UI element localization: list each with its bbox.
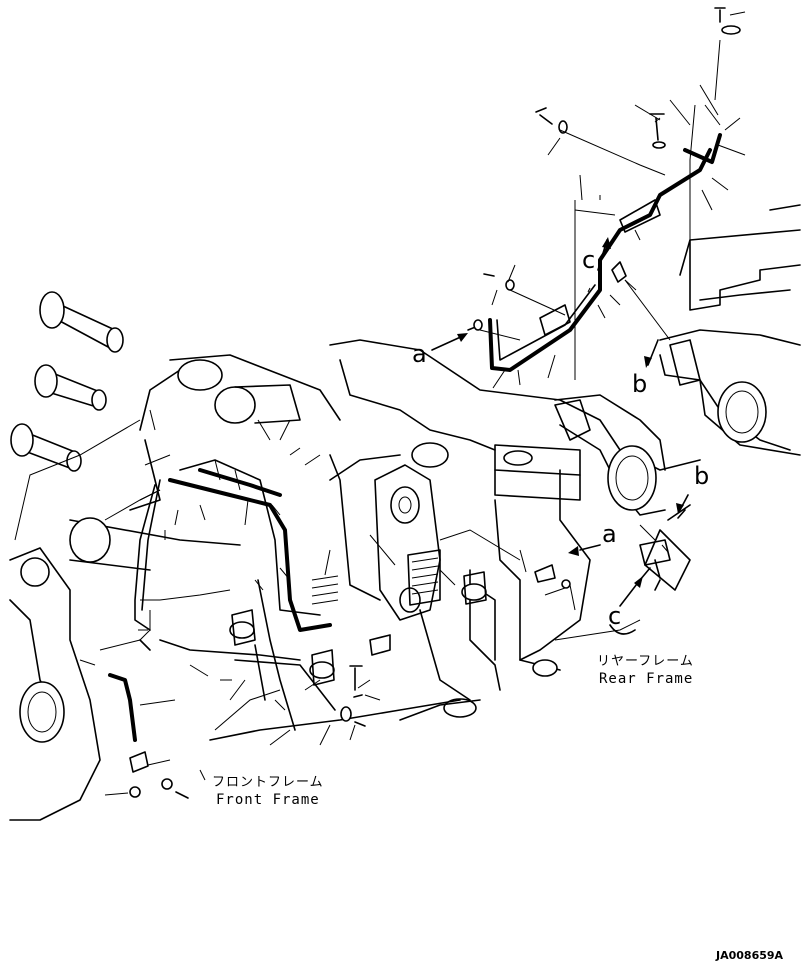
rear-frame-bracket [554,339,701,441]
bracket-plate [644,529,691,591]
front-frame-outline [9,291,487,821]
rear-frame-label-en: Rear Frame [599,671,694,687]
rear-frame-outline [329,204,801,718]
clamps [129,199,661,773]
rear-frame-label-jp: リヤーフレーム [597,654,694,669]
hydraulic-hoses [108,133,722,742]
callout-c-lower: c [608,602,622,630]
callout-b-lower: b [694,462,710,490]
pipe-loop [609,624,636,635]
front-frame-label-jp: フロントフレーム [212,775,324,790]
drawing-code: JA008659A [716,949,784,962]
routing-lines [14,39,721,781]
callout-a-upper: a [412,340,427,368]
front-frame-label-en: Front Frame [216,792,320,808]
callout-c-upper: c [582,246,596,274]
rear-fittings [534,504,691,591]
callout-b-upper: b [632,370,648,398]
bolts [129,7,741,799]
callout-a-lower: a [602,520,617,548]
arrows [431,237,689,607]
